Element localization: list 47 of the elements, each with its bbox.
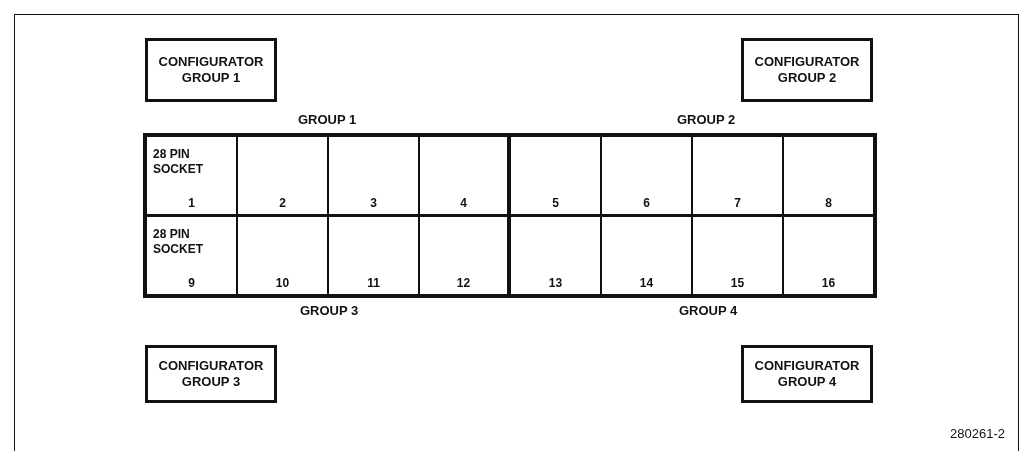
socket-number: 14 [638,276,655,290]
socket-number: 15 [729,276,746,290]
configurator-label: CONFIGURATOR GROUP 4 [753,358,861,390]
socket-number: 9 [187,276,196,290]
socket-number: 8 [824,195,833,210]
group-label: GROUP 2 [677,112,736,127]
socket-number: 11 [366,276,381,290]
socket-number: 5 [551,195,560,210]
configurator-box [741,38,873,102]
socket-number: 4 [459,195,468,210]
group-label: GROUP 3 [300,303,359,318]
socket-number: 7 [733,195,742,210]
socket-cell [783,136,874,216]
socket-type-label: 28 PIN SOCKET [153,147,204,177]
socket-number: 1 [187,195,196,210]
socket-number: 13 [547,276,564,290]
figure-number: 280261-2 [950,426,1005,441]
socket-number: 3 [369,195,378,210]
socket-cell [510,215,601,295]
socket-cell [146,215,237,295]
socket-cell [328,136,419,216]
socket-number: 12 [455,276,472,290]
configurator-label: CONFIGURATOR GROUP 3 [157,358,265,390]
configurator-label: CONFIGURATOR GROUP 2 [753,54,861,86]
socket-number: 10 [274,276,291,290]
socket-cell [692,215,783,295]
socket-cell [419,215,510,295]
configurator-box [145,38,277,102]
group-label: GROUP 1 [298,112,357,127]
socket-cell [419,136,510,216]
socket-number: 6 [642,195,651,210]
group-label: GROUP 4 [679,303,738,318]
socket-number: 16 [820,276,837,290]
socket-number: 2 [278,195,287,210]
socket-cell [601,136,692,216]
socket-cell [601,215,692,295]
socket-cell [692,136,783,216]
configurator-label: CONFIGURATOR GROUP 1 [157,54,265,86]
socket-cell [237,136,328,216]
socket-cell [237,215,328,295]
socket-type-label: 28 PIN SOCKET [153,226,204,257]
socket-cell [783,215,874,295]
socket-cell [510,136,601,216]
socket-cell [146,136,237,216]
configurator-box [145,345,277,403]
socket-cell [328,215,419,295]
configurator-box [741,345,873,403]
